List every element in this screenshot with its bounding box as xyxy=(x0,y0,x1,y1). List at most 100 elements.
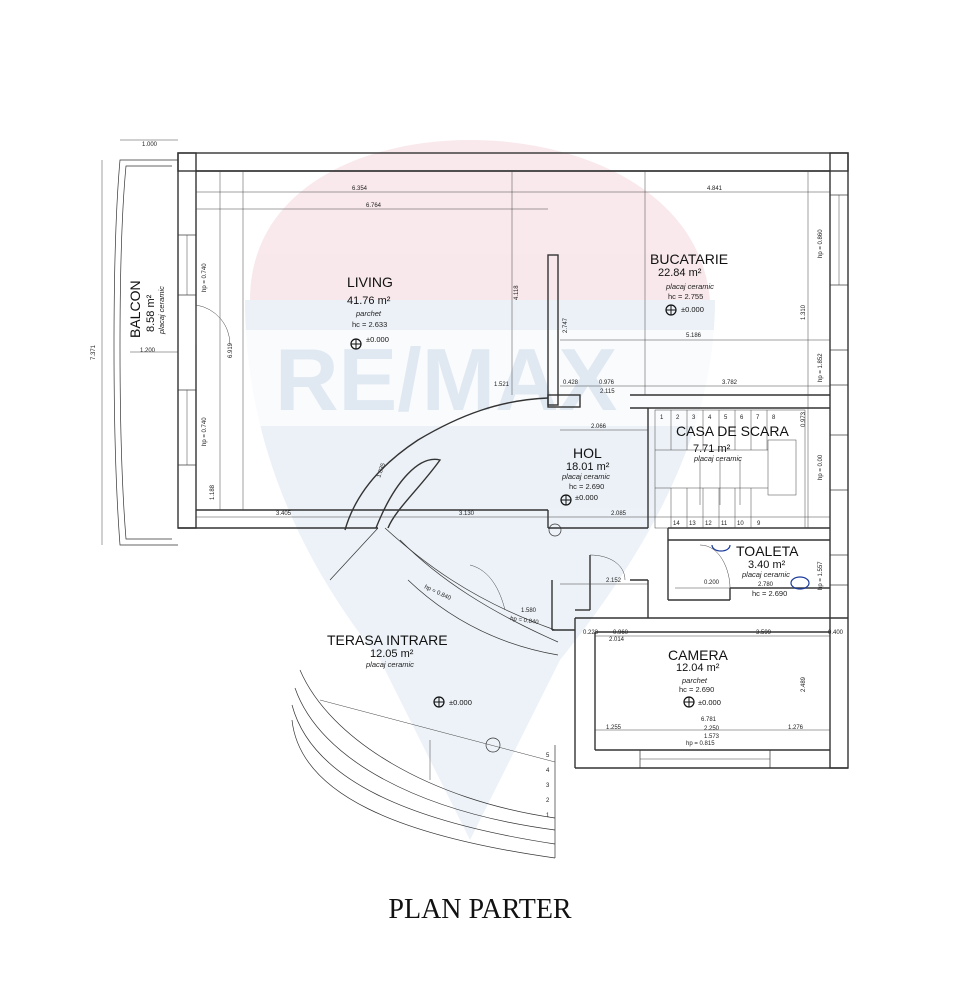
room-living-level: ±0.000 xyxy=(366,335,389,344)
hp-label: hp = 1.557 xyxy=(818,561,824,590)
room-camera: CAMERA 12.04 m² parchet hc = 2.690 ±0.00… xyxy=(668,647,729,707)
dim-label: 4.118 xyxy=(514,285,520,300)
room-toaleta: TOALETA 3.40 m² placaj ceramic hc = 2.69… xyxy=(736,543,799,598)
entry-step-number: 4 xyxy=(546,768,550,774)
entry-steps xyxy=(291,669,556,859)
room-balcon: BALCON 8.58 m² placaj ceramic xyxy=(127,280,166,338)
room-terasa-floor: placaj ceramic xyxy=(365,660,414,669)
room-bucatarie-floor: placaj ceramic xyxy=(665,282,714,291)
room-living-floor: parchet xyxy=(355,309,382,318)
hp-label: hp = 0.740 xyxy=(202,417,208,446)
stair-number: 14 xyxy=(673,521,680,527)
dim-label: 0.200 xyxy=(704,580,720,586)
dim-label: 1.310 xyxy=(801,304,807,320)
stair-number: 5 xyxy=(724,415,728,421)
dim-label: 1.188 xyxy=(210,484,216,500)
dim-label: 2.085 xyxy=(611,511,627,517)
dim-label: 2.066 xyxy=(591,424,607,430)
dim-label: 0.976 xyxy=(599,380,615,386)
room-living-area: 41.76 m² xyxy=(347,295,391,307)
room-living-hc: hc = 2.633 xyxy=(352,320,387,329)
stair-treads xyxy=(654,409,806,529)
dim-label: 2.747 xyxy=(563,317,569,333)
dim-label: 6.919 xyxy=(228,342,234,358)
dim-label: 6.354 xyxy=(352,186,368,192)
hp-label: hp = 0.00 xyxy=(818,454,824,480)
stair-number: 10 xyxy=(737,521,744,527)
hp-label: hp = 0.840 xyxy=(510,616,540,626)
level-markers xyxy=(350,304,695,708)
windows xyxy=(177,194,849,769)
dim-label: 2.780 xyxy=(758,582,774,588)
dim-label: 6.764 xyxy=(366,203,382,209)
entry-step-number: 1 xyxy=(546,813,550,819)
stair-number: 4 xyxy=(708,415,712,421)
room-bucatarie-level: ±0.000 xyxy=(681,305,704,314)
watermark-text: RE/MAX xyxy=(275,330,617,429)
stair-numbers: 1 2 3 4 5 6 7 8 14 13 12 11 10 9 5 4 3 2… xyxy=(546,415,776,819)
dim-label: 2.250 xyxy=(704,726,720,732)
hp-label: hp = 0.740 xyxy=(202,263,208,292)
room-camera-floor: parchet xyxy=(681,676,708,685)
room-toaleta-name: TOALETA xyxy=(736,543,799,559)
room-living-name: LIVING xyxy=(347,274,393,290)
stair-number: 7 xyxy=(756,415,760,421)
room-hol: HOL 18.01 m² placaj ceramic hc = 2.690 ±… xyxy=(561,445,610,502)
stair-number: 11 xyxy=(721,521,728,527)
stair-number: 2 xyxy=(676,415,680,421)
dim-label: 1.835 xyxy=(376,462,387,479)
remax-watermark: RE/MAX xyxy=(225,140,735,840)
stair-number: 8 xyxy=(772,415,776,421)
dim-label: 2.152 xyxy=(606,578,622,584)
room-casa-scara-area: 7.71 m² xyxy=(693,443,731,455)
dim-label: 0.428 xyxy=(563,380,579,386)
hp-label: hp = 1.852 xyxy=(818,353,824,382)
dim-label: 2.115 xyxy=(600,389,615,395)
stair-number: 9 xyxy=(757,521,761,527)
room-bucatarie-name: BUCATARIE xyxy=(650,251,728,267)
room-balcon-floor: placaj ceramic xyxy=(157,286,166,335)
dim-label: 1.000 xyxy=(142,142,158,148)
stair-number: 6 xyxy=(740,415,744,421)
dim-label: 1.255 xyxy=(606,725,622,731)
stair-number: 1 xyxy=(660,415,664,421)
dim-label: 6.781 xyxy=(701,717,717,723)
hp-label: hp = 0.860 xyxy=(818,229,824,258)
room-terasa-name: TERASA INTRARE xyxy=(327,632,448,648)
room-bucatarie: BUCATARIE 22.84 m² placaj ceramic hc = 2… xyxy=(650,251,728,314)
dim-label: 4.841 xyxy=(707,186,723,192)
dim-label: 3.599 xyxy=(756,630,772,636)
dimension-lines xyxy=(196,171,830,731)
dim-label: 3.405 xyxy=(276,511,292,517)
room-casa-scara: CASA DE SCARA 7.71 m² placaj ceramic xyxy=(676,423,789,463)
hp-label: hp = 0.815 xyxy=(686,741,715,747)
room-living: LIVING 41.76 m² parchet hc = 2.633 ±0.00… xyxy=(347,274,393,344)
room-toaleta-floor: placaj ceramic xyxy=(741,570,790,579)
balloon-top xyxy=(250,140,710,300)
room-terasa: TERASA INTRARE 12.05 m² placaj ceramic ±… xyxy=(327,632,472,707)
entry-step-number: 2 xyxy=(546,798,550,804)
curved-walls xyxy=(329,397,731,753)
stair-number: 13 xyxy=(689,521,696,527)
room-balcon-name: BALCON xyxy=(127,280,143,338)
room-camera-level: ±0.000 xyxy=(698,698,721,707)
dim-label: 5.186 xyxy=(686,333,702,339)
room-camera-name: CAMERA xyxy=(668,647,729,663)
dim-label: 1.573 xyxy=(704,734,720,740)
dim-label: 0.973 xyxy=(801,411,807,427)
dim-label: 0.400 xyxy=(828,630,844,636)
room-casa-scara-name: CASA DE SCARA xyxy=(676,423,789,439)
room-balcon-area: 8.58 m² xyxy=(145,294,157,332)
dim-label: 1.521 xyxy=(494,382,510,388)
dim-label: 0.960 xyxy=(613,630,629,636)
room-camera-hc: hc = 2.690 xyxy=(679,685,714,694)
room-hol-level: ±0.000 xyxy=(575,493,598,502)
room-hol-name: HOL xyxy=(573,445,602,461)
dim-label: 0.223 xyxy=(583,630,599,636)
dim-label: 1.276 xyxy=(788,725,804,731)
dim-label: 1.580 xyxy=(521,608,537,614)
dim-label: 3.130 xyxy=(459,511,475,517)
room-terasa-level: ±0.000 xyxy=(449,698,472,707)
room-bucatarie-hc: hc = 2.755 xyxy=(668,292,703,301)
